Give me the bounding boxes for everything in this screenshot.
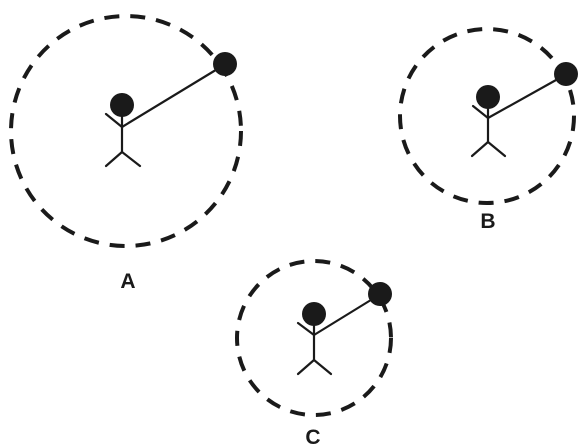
orbit-path-b	[398, 27, 576, 205]
person-leg-right-a	[120, 150, 142, 168]
string-b	[486, 73, 567, 120]
person-arm-left-a	[104, 112, 124, 129]
orbit-path-c	[235, 259, 393, 417]
person-leg-left-c	[296, 358, 316, 376]
person-head-b	[476, 85, 500, 109]
person-leg-left-b	[470, 140, 490, 158]
ball-a	[213, 52, 237, 76]
person-head-c	[302, 302, 326, 326]
person-arm-left-c	[296, 321, 316, 337]
orbit-path-a	[9, 14, 243, 248]
person-leg-left-a	[104, 150, 124, 168]
ball-c	[368, 282, 392, 306]
panel-a: A	[9, 14, 243, 293]
person-head-a	[110, 93, 134, 117]
person-arm-left-b	[471, 104, 490, 120]
panel-b: B	[398, 27, 578, 233]
panel-label-a: A	[120, 270, 135, 293]
panel-label-b: B	[480, 210, 495, 233]
panel-c: C	[235, 259, 393, 446]
stick-figure-b	[470, 85, 507, 158]
panel-label-c: C	[305, 426, 320, 446]
person-leg-right-b	[486, 140, 507, 158]
ball-b	[554, 62, 578, 86]
string-c	[312, 293, 381, 337]
person-leg-right-c	[312, 358, 333, 376]
string-a	[120, 63, 226, 129]
stick-figure-c	[296, 302, 333, 376]
stick-figure-a	[104, 93, 142, 168]
